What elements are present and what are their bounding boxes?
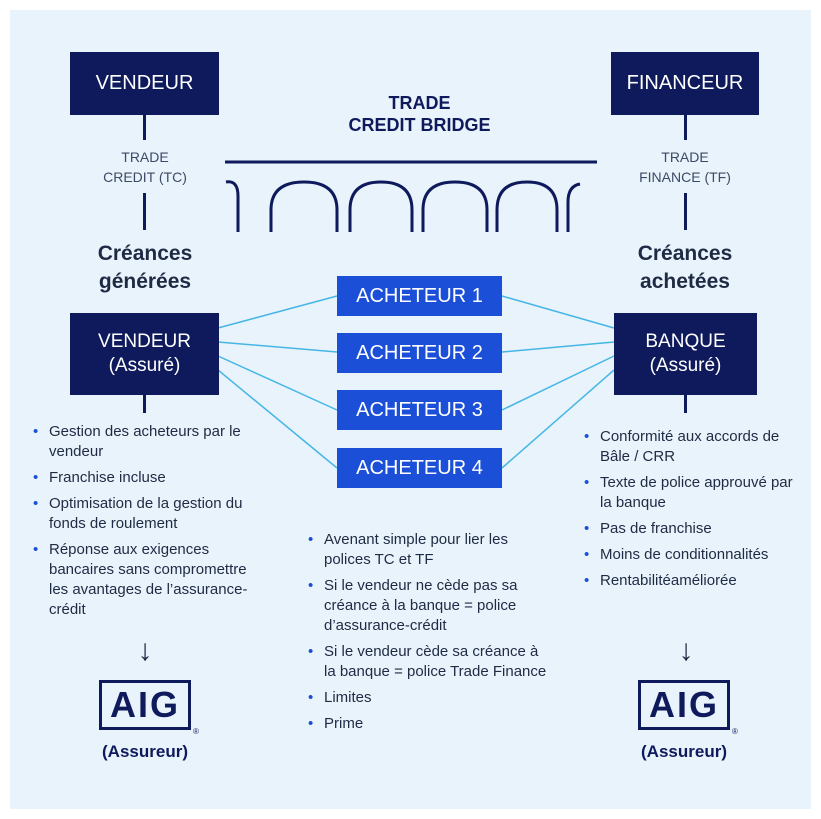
acheteur-1-box: ACHETEUR 1 — [337, 276, 502, 316]
bridge-arch — [421, 180, 489, 232]
list-item: Prime — [308, 714, 553, 734]
connector-vendeur-acheteur-4 — [217, 369, 338, 469]
aig-logo: AIG — [638, 680, 730, 730]
bridge-arch — [269, 180, 339, 232]
acheteur-1-label: ACHETEUR 1 — [356, 284, 483, 307]
trade-finance-line1: TRADE — [661, 149, 709, 165]
vendeur-assure-line2: (Assuré) — [108, 355, 181, 376]
bridge-title-line2: CREDIT BRIDGE — [348, 115, 491, 135]
banque-assure-box: BANQUE (Assuré) — [614, 313, 757, 395]
aig-logo-text: AIG — [648, 684, 719, 725]
vendeur-benefits-list: Gestion des acheteurs par le vendeur Fra… — [33, 422, 258, 626]
vendeur-assure-line1: VENDEUR — [98, 331, 191, 352]
trade-credit-line1: TRADE — [121, 149, 169, 165]
list-item: Gestion des acheteurs par le vendeur — [33, 422, 258, 462]
banque-assure-line2: (Assuré) — [649, 355, 722, 376]
trade-credit-label: TRADE CREDIT (TC) — [90, 147, 200, 187]
trade-finance-line2: FINANCE (TF) — [639, 169, 731, 185]
list-item: Avenant simple pour lier les polices TC … — [308, 530, 553, 570]
banque-assure-line1: BANQUE — [645, 331, 726, 352]
creances-achetees-line2: achetées — [640, 270, 730, 293]
creances-generees-label: Créances générées — [70, 240, 220, 296]
assureur-right-label: (Assureur) — [641, 742, 727, 761]
acheteur-3-box: ACHETEUR 3 — [337, 390, 502, 430]
aig-logo: AIG — [99, 680, 191, 730]
list-item: Pas de franchise — [584, 519, 799, 539]
list-item: Rentabilitéaméliorée — [584, 571, 799, 591]
assureur-left-label: (Assureur) — [102, 742, 188, 761]
creances-generees-line2: générées — [98, 270, 192, 293]
creances-achetees-line1: Créances — [637, 242, 733, 265]
acheteur-2-box: ACHETEUR 2 — [337, 333, 502, 373]
list-item: Optimisation de la gestion du fonds de r… — [33, 494, 258, 534]
connector-acheteur-2-banque — [501, 341, 615, 353]
acheteur-4-box: ACHETEUR 4 — [337, 448, 502, 488]
financeur-top-label: FINANCEUR — [626, 72, 744, 94]
acheteur-3-label: ACHETEUR 3 — [356, 398, 483, 421]
left-mid-vline — [143, 193, 146, 230]
bridge-arch — [495, 180, 559, 232]
aig-registered-mark: ® — [193, 727, 199, 736]
trade-credit-line2: CREDIT (TC) — [103, 169, 187, 185]
bridge-arch-left-partial — [225, 180, 240, 232]
trade-finance-label: TRADE FINANCE (TF) — [625, 147, 745, 187]
list-item: Texte de police approuvé par la banque — [584, 473, 799, 513]
connector-vendeur-acheteur-3 — [217, 355, 338, 411]
right-top-vline — [684, 115, 687, 140]
aig-logo-text: AIG — [109, 684, 180, 725]
banque-benefits-list: Conformité aux accords de Bâle / CRR Tex… — [584, 427, 799, 597]
list-item: Si le vendeur cède sa créance à la banqu… — [308, 642, 553, 682]
creances-generees-line1: Créances — [97, 242, 193, 265]
acheteur-4-label: ACHETEUR 4 — [356, 456, 483, 479]
list-item: Si le vendeur ne cède pas sa créance à l… — [308, 576, 553, 636]
left-bottom-vline — [143, 395, 146, 413]
connector-vendeur-acheteur-1 — [217, 295, 338, 329]
list-item: Franchise incluse — [33, 468, 258, 488]
connector-acheteur-3-banque — [501, 355, 615, 411]
arrow-down-icon: ↓ — [137, 634, 153, 667]
list-item: Réponse aux exigences bancaires sans com… — [33, 540, 258, 620]
list-item: Moins de conditionnalités — [584, 545, 799, 565]
bridge-arch — [348, 180, 414, 232]
list-item: Conformité aux accords de Bâle / CRR — [584, 427, 799, 467]
right-mid-vline — [684, 193, 687, 230]
vendeur-top-box: VENDEUR — [70, 52, 219, 115]
bridge-arch-right-partial — [566, 182, 581, 232]
connector-acheteur-4-banque — [501, 369, 615, 469]
connector-vendeur-acheteur-2 — [217, 341, 338, 353]
aig-registered-mark: ® — [732, 727, 738, 736]
financeur-top-box: FINANCEUR — [611, 52, 759, 115]
vendeur-assure-box: VENDEUR (Assuré) — [70, 313, 219, 395]
right-bottom-vline — [684, 395, 687, 413]
bridge-title: TRADE CREDIT BRIDGE — [297, 92, 542, 136]
list-item: Limites — [308, 688, 553, 708]
creances-achetees-label: Créances achetées — [610, 240, 760, 296]
vendeur-top-label: VENDEUR — [95, 72, 194, 94]
connector-acheteur-1-banque — [501, 295, 615, 329]
acheteur-2-label: ACHETEUR 2 — [356, 341, 483, 364]
policy-notes-list: Avenant simple pour lier les polices TC … — [308, 530, 553, 740]
arrow-down-icon: ↓ — [678, 634, 694, 667]
bridge-title-line1: TRADE — [388, 93, 451, 113]
left-top-vline — [143, 115, 146, 140]
